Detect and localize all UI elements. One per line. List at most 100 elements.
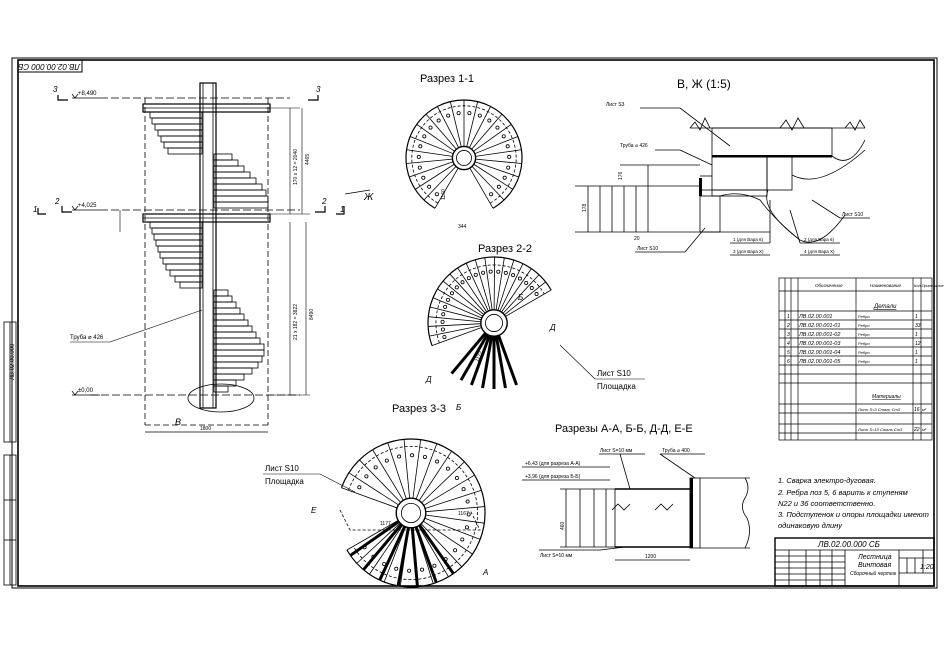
step-upper-3: [158, 130, 202, 136]
dim-upper-h: 4465: [305, 154, 311, 165]
corner-stamp: ЛВ.02.00.000 СБ: [18, 60, 82, 72]
bolt-hole-7: [455, 286, 458, 289]
section-ae-label-sheet-top: Лист S=10 мм: [600, 448, 633, 454]
step-lower-7: [166, 264, 202, 270]
step-lower-14: [214, 308, 240, 314]
step-upper-6: [168, 148, 202, 154]
step-lower-1: [152, 228, 202, 234]
bolt-hole-11: [466, 500, 469, 503]
bolt-hole-15: [502, 135, 505, 138]
bolt-hole-0: [358, 486, 361, 489]
step-lower-0: [150, 222, 202, 228]
bolt-hole-5: [446, 298, 449, 301]
notes: 1. Сварка электро-дуговая. 2. Ребра поз …: [777, 476, 929, 530]
bom-row-code: ЛВ.02.00.001: [798, 314, 832, 320]
section-2-plan: [428, 257, 551, 389]
section-mark-2-right: 2: [321, 197, 327, 206]
section-2-mark-b1: Б: [518, 293, 523, 302]
detail-dim-c: 20: [634, 236, 640, 242]
bolt-hole-10: [474, 273, 477, 276]
bom-row-pos: 1: [787, 314, 790, 320]
tread-line-1: [424, 166, 456, 200]
tread-line-12: [426, 507, 485, 512]
bolt-hole-9: [455, 476, 458, 479]
level-ground: ±0,00: [78, 388, 94, 394]
bolt-hole-7: [435, 460, 438, 463]
bom-row-pos: 5: [787, 350, 790, 356]
bolt-hole-0: [435, 193, 438, 196]
bom-row-name: Ребро: [858, 359, 870, 364]
bom-header-qty: Кол.: [914, 283, 922, 288]
bom-row-name: Ребро: [858, 323, 870, 328]
center-pipe-inner: [485, 314, 502, 331]
bolt-hole-18: [420, 568, 423, 571]
title-block-name-1: Лестница: [857, 554, 892, 561]
section-2-label-platform: Площадка: [597, 382, 636, 391]
section-mark-1-left: 1: [33, 205, 37, 214]
step-lower-17: [214, 326, 252, 332]
tread-line-11: [475, 260, 490, 311]
bolt-hole-8: [446, 467, 449, 470]
title-block-name-2: Винтовая: [858, 562, 891, 569]
bolt-hole-15: [511, 274, 514, 277]
side-strip-text: ЛВ.02.00.000: [10, 343, 16, 380]
level-marks: [72, 94, 100, 395]
bom-row-pos: 6: [787, 359, 790, 365]
detail-label-3: 3 (для Вара Х): [733, 249, 764, 254]
bolt-hole-3: [385, 459, 388, 462]
note-line-2: 2. Ребра поз 5, 6 варить к ступеням: [777, 488, 908, 497]
bom-material-1-qty: 16: [914, 407, 920, 413]
bolt-hole-5: [419, 145, 422, 148]
section-1-dim-a: 1160: [441, 189, 447, 200]
center-pipe: [396, 498, 426, 528]
bolt-hole-4: [398, 455, 401, 458]
level-top: +8,490: [78, 91, 97, 97]
detail-label-1: 1 (для Вара 6): [733, 237, 763, 242]
detail-mark-v: В: [175, 417, 181, 427]
bom-row-pos: 4: [787, 341, 790, 347]
step-lower-24: [214, 368, 252, 374]
step-lower-25: [214, 374, 244, 380]
step-lower-16: [214, 320, 248, 326]
tread-line-21: [472, 166, 504, 200]
bom-row-qty: 1: [915, 350, 918, 356]
section-3-mark-a: А: [482, 568, 488, 577]
bom-material-1-unit: м²: [922, 407, 927, 412]
tread-line-15: [423, 521, 472, 554]
section-ae-label-pipe: Труба ⌀ 400: [662, 448, 690, 454]
center-pipe-inner: [401, 503, 420, 522]
bom-section-materials: Материалы: [872, 394, 901, 400]
center-pipe-inner: [456, 150, 471, 165]
bom-row-name: Ребро: [858, 332, 870, 337]
dim-top-flight: 170 x 12 = 2040: [293, 149, 299, 185]
bom-material-2-name: Лист S=10 Сталь Ст3: [857, 427, 903, 432]
bolt-hole-20: [497, 185, 500, 188]
step-lower-2: [154, 234, 202, 240]
step-upper-15: [214, 202, 268, 208]
bom-material-1-name: Лист S=3 Сталь Ст3: [857, 407, 901, 412]
step-upper-7: [214, 154, 232, 160]
step-lower-22: [214, 356, 262, 362]
bom-header-code: Обозначение: [815, 283, 843, 288]
bolt-hole-1: [441, 328, 444, 331]
detail-dim-a: 178: [582, 203, 588, 212]
bolt-hole-17: [433, 564, 436, 567]
tread-line-2: [428, 324, 481, 327]
bolt-hole-2: [441, 320, 444, 323]
bolt-hole-14: [496, 126, 499, 129]
bolt-hole-0: [443, 335, 446, 338]
bolt-hole-19: [503, 176, 506, 179]
section-2-mark-b2: Б: [456, 403, 461, 412]
step-upper-12: [214, 184, 262, 190]
section-3-dim-a: 1177: [380, 521, 391, 527]
tread-line-2: [359, 460, 400, 502]
step-upper-14: [214, 196, 268, 202]
bom-header-name: Наименование: [870, 283, 902, 288]
bom-material-2-unit: м²: [922, 427, 927, 432]
bolt-hole-11: [468, 111, 471, 114]
tread-line-4: [406, 159, 452, 163]
bolt-hole-19: [535, 292, 538, 295]
section-mark-3-left: 3: [53, 85, 58, 94]
